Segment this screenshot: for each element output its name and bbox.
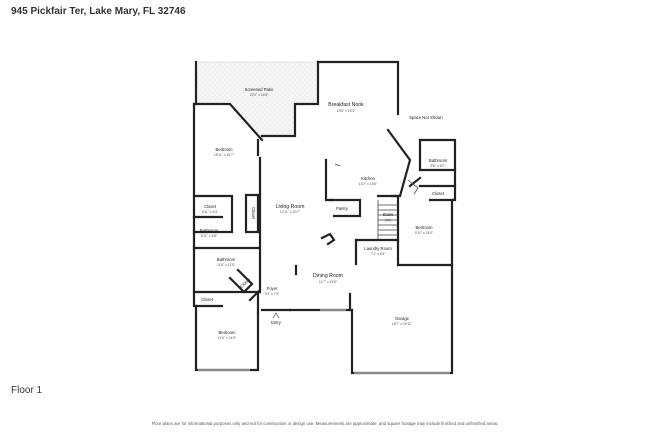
label-space-not-shown: Space Not Shown — [409, 115, 443, 120]
dim-dining-room: 11'7" x 15'6" — [319, 280, 338, 284]
dim-bathroom-upper-right: 8'8" x 6'0" — [431, 164, 447, 168]
label-dining-room: Dining Room — [313, 273, 343, 279]
label-bedroom-upper-left: Bedroom — [216, 147, 234, 152]
label-foyer: Foyer — [267, 286, 278, 291]
label-stairs-up: (Up) — [385, 218, 392, 222]
label-bathroom-left-2: Bathroom — [217, 257, 236, 262]
label-stairs: Stairs — [383, 212, 394, 217]
label-kitchen: Kitchen — [361, 176, 376, 181]
interior-walls — [192, 60, 457, 312]
screened-patio-area — [195, 61, 319, 141]
label-breakfast-nook: Breakfast Nook — [328, 102, 364, 108]
disclaimer: Floor plans are for informational purpos… — [151, 421, 499, 426]
label-garage: Garage — [395, 316, 410, 321]
label-pantry: Pantry — [336, 206, 349, 211]
label-closet-left: Closet — [204, 204, 217, 209]
wall-details — [198, 163, 450, 374]
exterior-walls — [192, 60, 457, 375]
dim-closet-left: 5'11" x 4'4" — [202, 210, 219, 214]
floor-label: Floor 1 — [11, 385, 43, 396]
dim-kitchen: 14'2" x 15'8" — [359, 182, 378, 186]
dim-bedroom-lower-left: 11'6" x 14'8" — [218, 336, 237, 340]
label-bathroom-upper-right: Bathroom — [429, 158, 448, 163]
address-title: 945 Pickfair Ter, Lake Mary, FL 32746 — [11, 6, 186, 17]
dim-bathroom-left-1: 5'11" x 4'8" — [201, 234, 218, 238]
label-bedroom-right: Bedroom — [416, 225, 434, 230]
dim-bathroom-left-2: 11'6" x 11'5" — [217, 263, 236, 267]
dim-living-room: 12'11" x 20'7" — [280, 210, 301, 214]
label-screened-patio: Screened Patio — [245, 87, 274, 92]
label-bathroom-left-1: Bathroom — [200, 228, 219, 233]
label-closet-vertical: Closet — [251, 207, 256, 220]
entry-arrow-icon — [272, 312, 280, 319]
label-entry: Entry — [271, 320, 282, 325]
label-living-room: Living Room — [276, 204, 305, 210]
dim-foyer: 9'3" x 7'9" — [265, 292, 281, 296]
label-laundry-room: Laundry Room — [364, 246, 392, 251]
dim-garage: 18'7" x 19'11" — [392, 322, 413, 326]
label-closet-lower-left: Closet — [201, 297, 214, 302]
label-bedroom-lower-left: Bedroom — [219, 330, 237, 335]
dim-bedroom-right: 9'11" x 15'0" — [415, 231, 434, 235]
dim-laundry-room: 7'1" x 5'5" — [371, 252, 387, 256]
dim-screened-patio: 22'0" x 16'5" — [250, 93, 269, 97]
dim-bedroom-upper-left: 15'11" x 16'7" — [214, 153, 235, 157]
label-closet-right: Closet — [432, 191, 445, 196]
dim-breakfast-nook: 19'5" x 16'3" — [337, 109, 356, 113]
